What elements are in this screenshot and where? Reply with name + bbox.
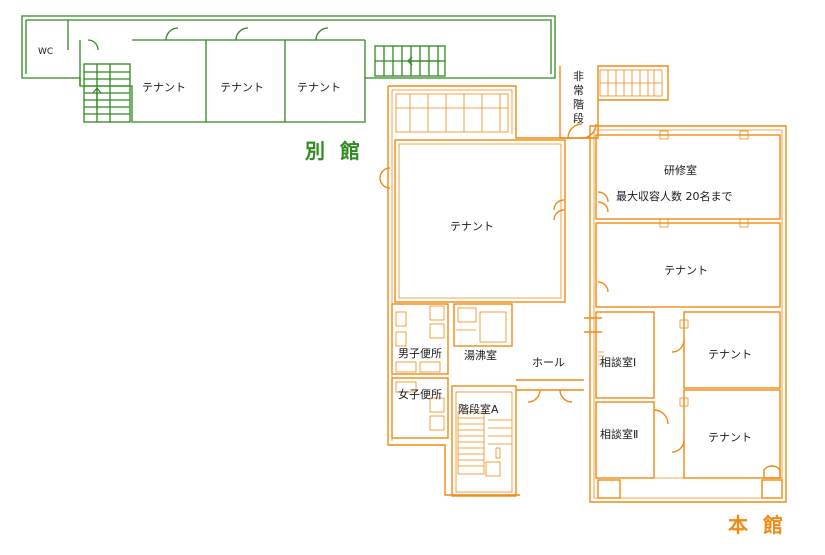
annex-tenant-3-label: テナント [297, 81, 341, 94]
kettle-room-label: 湯沸室 [464, 348, 497, 362]
consult-room-1-label: 相談室Ⅰ [600, 355, 636, 369]
training-room-label: 研修室 [664, 163, 697, 177]
annex-title: 別 館 [305, 139, 364, 163]
consult-room-2-label: 相談室Ⅱ [600, 427, 638, 441]
emergency-stairs-label-3: 階 [573, 97, 584, 111]
tenant-right-1-label: テナント [708, 348, 752, 361]
annex-right-stair [374, 45, 446, 77]
emergency-stairs-label-4: 段 [573, 111, 584, 125]
emergency-stairs-label-1: 非 [573, 70, 584, 83]
annex-wc-label: WC [38, 47, 53, 57]
stair-room-a-label: 階段室A [458, 402, 499, 416]
mens-restroom-label: 男子便所 [398, 347, 442, 360]
tenant-large-label: テナント [450, 220, 494, 233]
annex-tenant-2-label: テナント [220, 81, 264, 94]
annex-tenant-1-label: テナント [142, 81, 186, 94]
womens-restroom-label: 女子便所 [398, 387, 442, 401]
tenant-mid-label: テナント [664, 264, 708, 277]
emergency-stairs-label-2: 常 [573, 84, 584, 97]
main-building [379, 65, 787, 503]
capacity-label: 最大収容人数 20名まで [616, 189, 733, 203]
hall-label: ホール [532, 356, 565, 369]
tenant-right-2-label: テナント [708, 431, 752, 444]
annex-left-stair [83, 63, 131, 123]
main-building-title: 本 館 [728, 513, 787, 537]
annex-building [21, 15, 556, 123]
